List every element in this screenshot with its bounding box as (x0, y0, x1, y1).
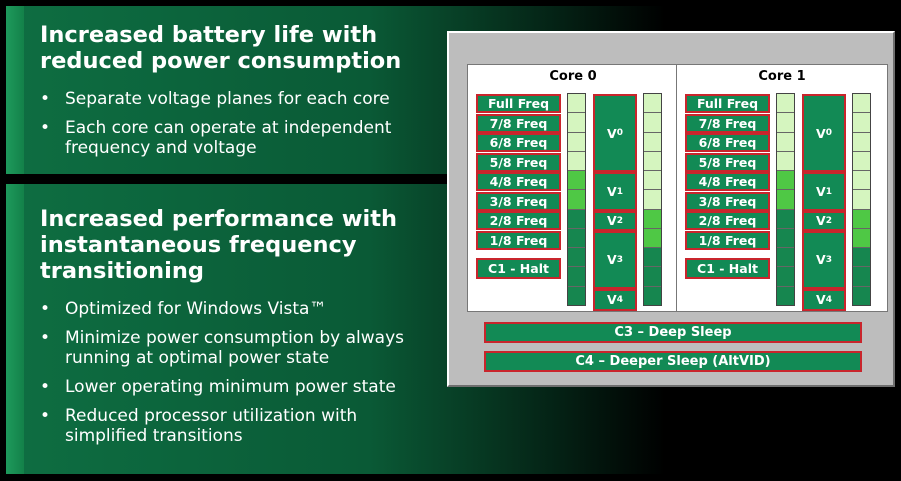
freq-state-box: 2/8 Freq (476, 211, 561, 230)
core-title: Core 0 (549, 69, 597, 84)
performance-bullets: Optimized for Windows Vista™ Minimize po… (40, 299, 404, 455)
freq-state-box: 5/8 Freq (476, 152, 561, 172)
level-segment (853, 171, 870, 191)
level-segment (853, 248, 870, 268)
freq-state-box: 7/8 Freq (476, 113, 561, 133)
level-segment (644, 228, 661, 249)
freq-state-box: 7/8 Freq (685, 113, 770, 133)
level-segment (644, 267, 661, 287)
level-segment (644, 132, 661, 152)
level-segment (777, 286, 794, 305)
level-segment (568, 113, 585, 133)
voltage-level-column (852, 93, 871, 306)
bullet-item: Optimized for Windows Vista™ (40, 299, 404, 319)
level-segment (853, 132, 870, 152)
level-segment (644, 113, 661, 133)
level-segment (644, 190, 661, 210)
bullet-item: Reduced processor utilization with simpl… (40, 406, 404, 446)
level-segment (853, 228, 870, 249)
level-segment (777, 190, 794, 210)
level-segment (568, 286, 585, 305)
level-segment (644, 286, 661, 305)
freq-state-box: 4/8 Freq (476, 172, 561, 191)
level-segment (568, 190, 585, 210)
level-segment (777, 94, 794, 114)
bullet-item: Minimize power consumption by always run… (40, 328, 404, 368)
level-segment (568, 151, 585, 172)
level-segment (853, 209, 870, 229)
c1-halt-box: C1 - Halt (685, 258, 770, 279)
level-segment (644, 171, 661, 191)
level-segment (777, 113, 794, 133)
freq-state-box: 1/8 Freq (685, 230, 770, 250)
freq-state-box: 4/8 Freq (685, 172, 770, 191)
level-segment (644, 248, 661, 268)
level-segment (777, 248, 794, 268)
level-segment (568, 248, 585, 268)
level-segment (568, 228, 585, 249)
level-segment (853, 267, 870, 287)
level-segment (568, 209, 585, 229)
freq-state-box: 3/8 Freq (685, 191, 770, 211)
freq-state-box: Full Freq (476, 94, 561, 113)
freq-state-box: 6/8 Freq (685, 133, 770, 152)
level-segment (853, 190, 870, 210)
freq-state-box: 2/8 Freq (685, 211, 770, 230)
c3-deep-sleep-box: C3 – Deep Sleep (484, 322, 862, 343)
c1-halt-box: C1 - Halt (476, 258, 561, 279)
freq-state-box: 1/8 Freq (476, 230, 561, 250)
freq-state-box: 3/8 Freq (476, 191, 561, 211)
freq-state-box: Full Freq (685, 94, 770, 113)
bullet-item: Each core can operate at independent fre… (40, 118, 391, 158)
bullet-item: Lower operating minimum power state (40, 377, 404, 397)
level-segment (644, 94, 661, 114)
level-segment (777, 171, 794, 191)
level-segment (777, 228, 794, 249)
level-segment (853, 151, 870, 172)
battery-life-heading: Increased battery life with reduced powe… (40, 22, 402, 74)
level-segment (777, 267, 794, 287)
frequency-level-column (776, 93, 795, 306)
level-segment (568, 132, 585, 152)
frequency-level-column (567, 93, 586, 306)
c4-deeper-sleep-box: C4 – Deeper Sleep (AltVID) (484, 351, 862, 372)
freq-state-box: 6/8 Freq (476, 133, 561, 152)
level-segment (777, 151, 794, 172)
performance-heading: Increased performance with instantaneous… (40, 206, 398, 284)
level-segment (777, 209, 794, 229)
level-segment (853, 94, 870, 114)
level-segment (644, 151, 661, 172)
level-segment (777, 132, 794, 152)
level-segment (568, 171, 585, 191)
bullet-item: Separate voltage planes for each core (40, 89, 391, 109)
power-state-diagram: C3 – Deep Sleep C4 – Deeper Sleep (AltVI… (447, 31, 895, 387)
battery-life-bullets: Separate voltage planes for each core Ea… (40, 89, 391, 158)
level-segment (853, 286, 870, 305)
level-segment (644, 209, 661, 229)
level-segment (568, 94, 585, 114)
core-title: Core 1 (758, 69, 806, 84)
level-segment (568, 267, 585, 287)
voltage-level-column (643, 93, 662, 306)
freq-state-box: 5/8 Freq (685, 152, 770, 172)
level-segment (853, 113, 870, 133)
